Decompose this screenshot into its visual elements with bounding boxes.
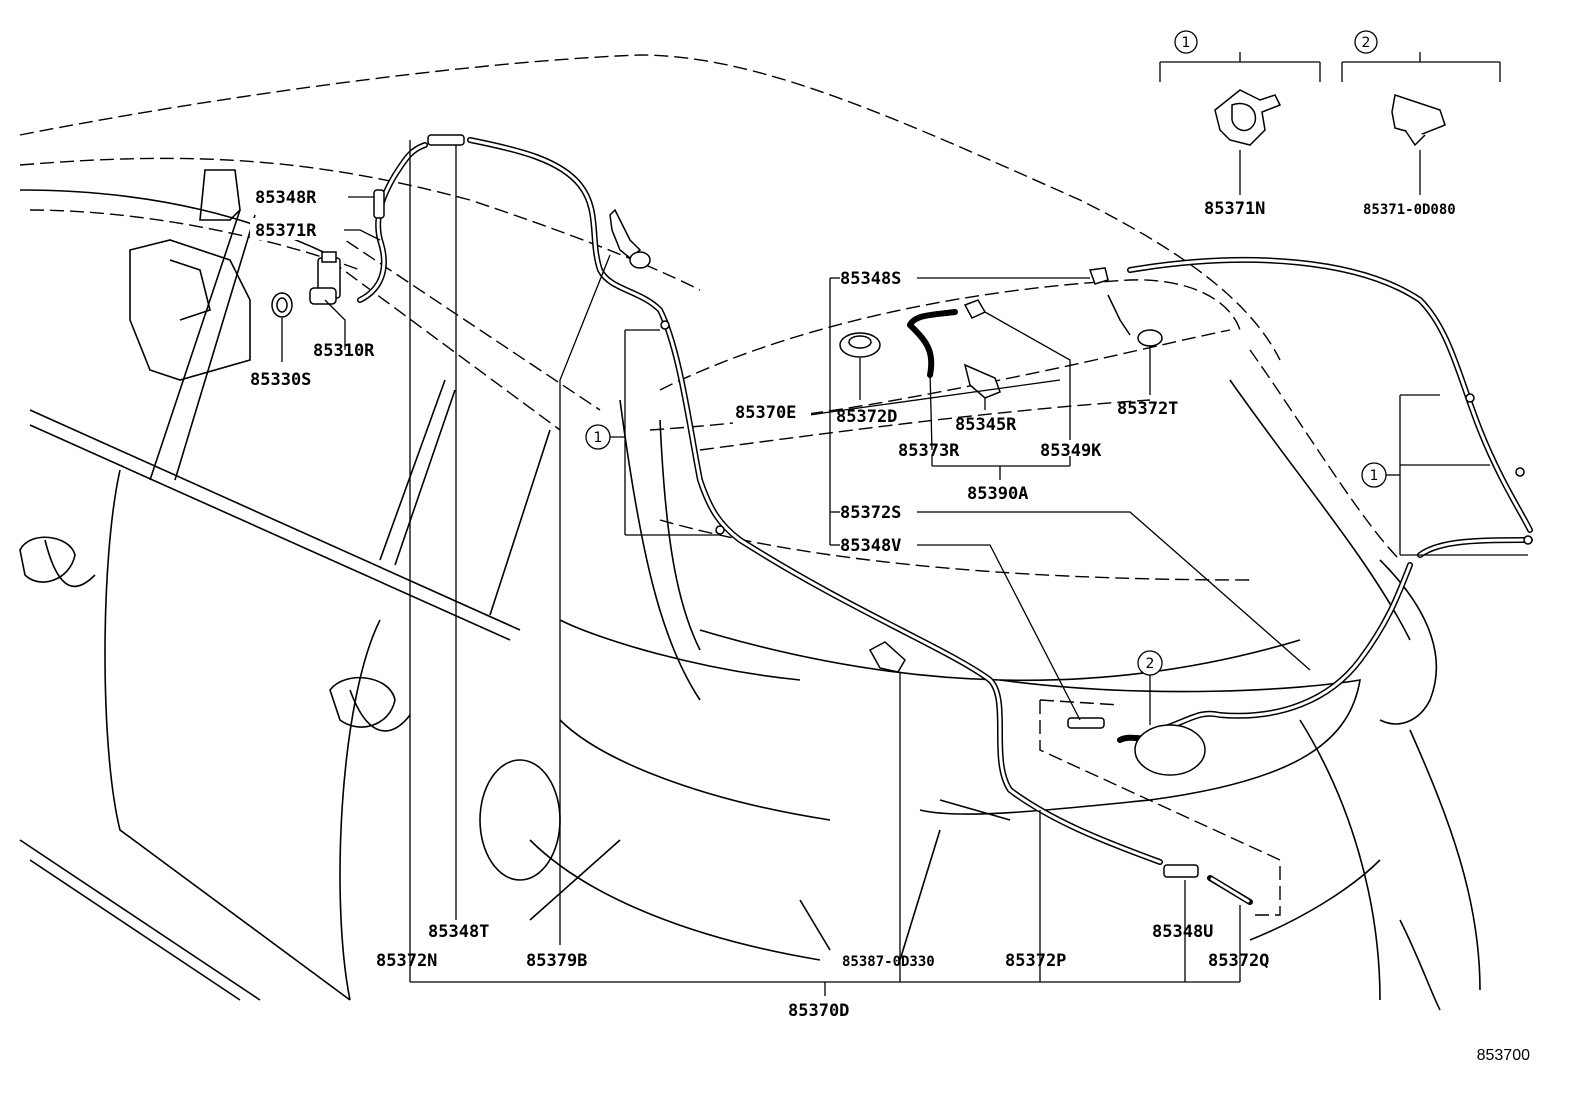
svg-text:1: 1 bbox=[1370, 468, 1379, 484]
label-85371R: 85371R bbox=[255, 221, 317, 241]
label-85373R: 85373R bbox=[898, 441, 960, 461]
figure-number: 853700 bbox=[1477, 1047, 1530, 1064]
callout-1-legend: 1 bbox=[1174, 30, 1198, 54]
callout-1-right: 1 bbox=[1361, 462, 1387, 488]
nozzle-85387 bbox=[868, 641, 906, 673]
label-85387-0D330: 85387-0D330 bbox=[842, 954, 935, 970]
label-85348U: 85348U bbox=[1152, 922, 1213, 942]
connector-85348U bbox=[1163, 864, 1199, 878]
label-85370E: 85370E bbox=[735, 403, 796, 423]
callouts: 1 2 1 1 2 bbox=[585, 30, 1387, 676]
label-85371-0D080: 85371-0D080 bbox=[1363, 202, 1456, 218]
label-85330S: 85330S bbox=[250, 370, 311, 390]
label-85372S: 85372S bbox=[840, 503, 901, 523]
callout-2-legend: 2 bbox=[1354, 30, 1378, 54]
label-85348T: 85348T bbox=[428, 922, 489, 942]
callout-2-rear: 2 bbox=[1137, 650, 1163, 676]
svg-text:2: 2 bbox=[1362, 35, 1371, 51]
label-85345R: 85345R bbox=[955, 415, 1017, 435]
label-85372N: 85372N bbox=[376, 951, 437, 971]
svg-text:1: 1 bbox=[1182, 35, 1191, 51]
callout-1-left: 1 bbox=[585, 424, 611, 450]
label-85372T: 85372T bbox=[1117, 399, 1178, 419]
label-85348V: 85348V bbox=[840, 536, 901, 556]
label-85371N: 85371N bbox=[1204, 199, 1265, 219]
svg-text:1: 1 bbox=[594, 430, 603, 446]
label-85372P: 85372P bbox=[1005, 951, 1066, 971]
leader-lines bbox=[281, 52, 1528, 996]
label-85349K: 85349K bbox=[1040, 441, 1102, 461]
connector-85348R bbox=[373, 189, 385, 219]
label-85372D: 85372D bbox=[836, 407, 897, 427]
parts bbox=[271, 89, 1533, 878]
connector-top bbox=[427, 134, 465, 146]
label-85370D: 85370D bbox=[788, 1001, 849, 1021]
label-85379B: 85379B bbox=[526, 951, 587, 971]
label-85348R: 85348R bbox=[255, 188, 317, 208]
connector-85348V bbox=[1067, 717, 1105, 729]
label-85348S: 85348S bbox=[840, 269, 901, 289]
label-85390A: 85390A bbox=[967, 484, 1028, 504]
label-85372Q: 85372Q bbox=[1208, 951, 1269, 971]
svg-text:2: 2 bbox=[1146, 656, 1155, 672]
label-85310R: 85310R bbox=[313, 341, 375, 361]
washer-hoses bbox=[357, 137, 1533, 905]
part-labels: 85348R 85371R 85310R 85330S 85371N 85371… bbox=[250, 185, 1456, 1021]
clip-85371-0D080 bbox=[1391, 94, 1446, 136]
